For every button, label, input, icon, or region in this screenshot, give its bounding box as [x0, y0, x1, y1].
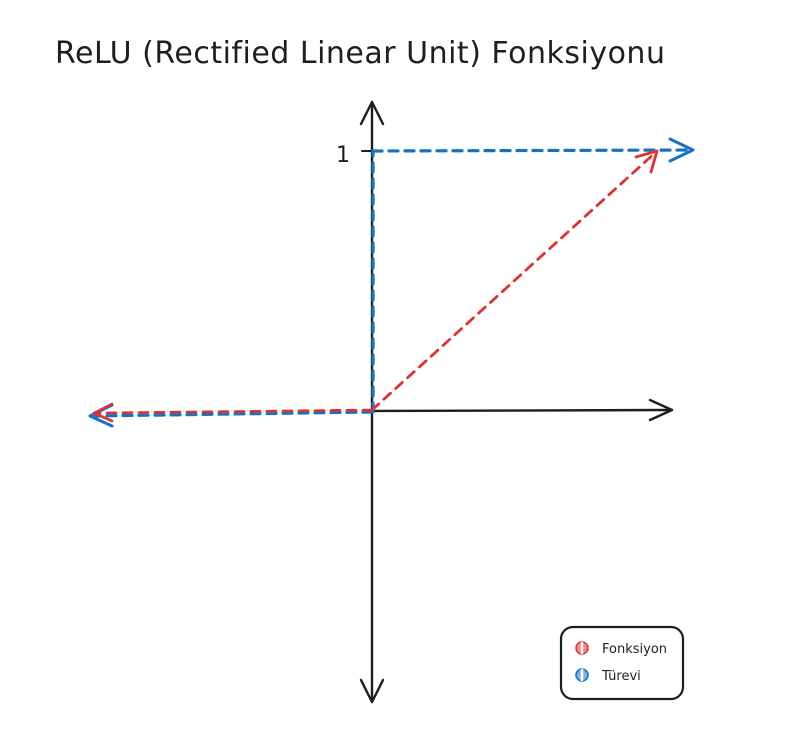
function-diagonal-arrow [634, 149, 659, 174]
y-tick-label-one: 1 [336, 143, 350, 168]
y-axis-arrow-down [359, 678, 385, 704]
legend-swatch-derivative [575, 668, 589, 682]
derivative-series [88, 137, 695, 428]
legend-swatch-function [575, 641, 589, 655]
legend-label-derivative: Türevi [601, 669, 641, 684]
legend-label-function: Fonksiyon [602, 642, 667, 657]
derivative-right-arrow [668, 137, 695, 163]
legend-item-derivative: Türevi [575, 668, 641, 684]
function-diagonal-segment [370, 150, 658, 412]
diagram-title: ReLU (Rectified Linear Unit) Fonksiyonu [55, 36, 665, 71]
x-axis [370, 398, 674, 422]
function-series [92, 149, 659, 423]
derivative-left-segment [90, 410, 374, 418]
legend-box [559, 625, 685, 701]
function-left-segment [94, 408, 374, 415]
y-axis-arrow-up [359, 100, 385, 126]
derivative-right-segment [371, 148, 694, 153]
legend: Fonksiyon Türevi [559, 625, 685, 701]
legend-item-function: Fonksiyon [575, 641, 667, 657]
x-axis-arrow-right [648, 398, 674, 422]
function-left-arrow [92, 402, 114, 423]
